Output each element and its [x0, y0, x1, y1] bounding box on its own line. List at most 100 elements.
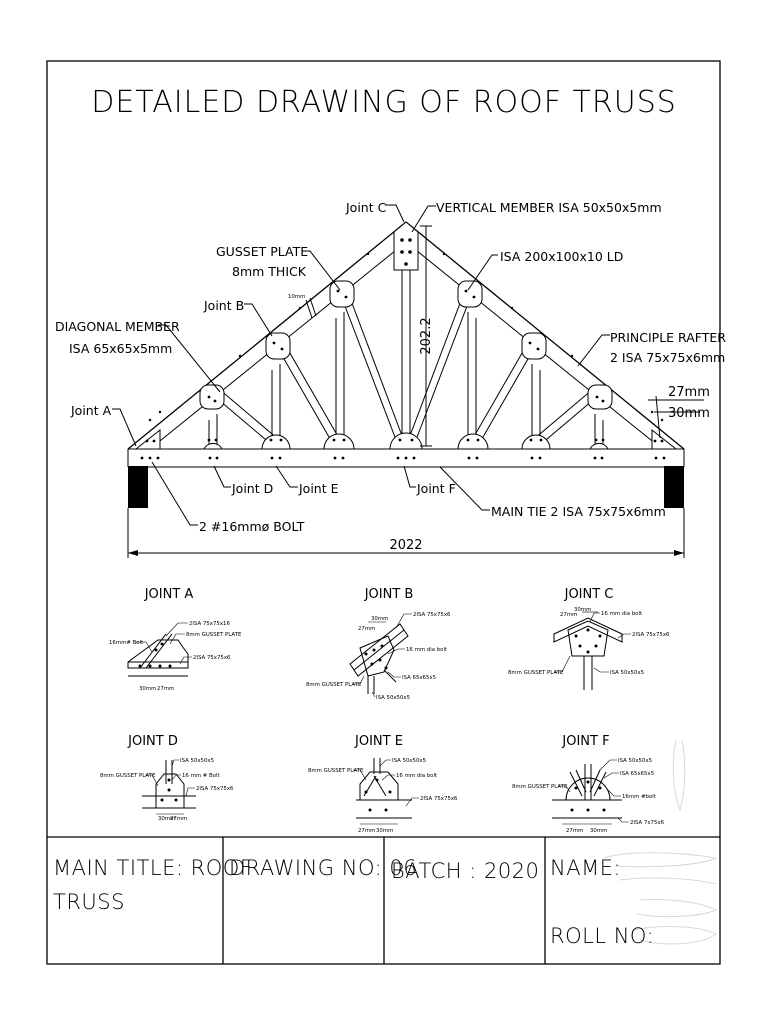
detail-joint-d-title: JOINT D	[127, 734, 178, 749]
label-10mm: 10mm	[288, 294, 305, 300]
detail-f-label-3: 8mm GUSSET PLATE	[512, 784, 568, 790]
label-joint-e: Joint E	[298, 481, 339, 496]
dim-27mm: 27mm	[668, 385, 710, 400]
detail-a-label-2: 8mm GUSSET PLATE	[186, 632, 242, 638]
detail-d-label-3: 16 mm # Bolt	[182, 773, 220, 779]
batch: BATCH : 2020	[391, 859, 539, 883]
span-dimension: 2022	[127, 508, 685, 558]
detail-a-label-3: 16mm# Bolt	[109, 640, 143, 646]
detail-joint-a: JOINT A 30mm 27mm 2ISA 75x75x16 8mm GUSS…	[109, 587, 242, 692]
gusset-bottom-f	[389, 432, 423, 450]
detail-b-label-1: 2ISA 75x75x6	[413, 612, 451, 618]
gusset-lower-right-1	[587, 384, 613, 410]
detail-f-label-5: 2ISA 7x75x6	[630, 820, 665, 826]
detail-b-label-5: ISA 50x50x5	[376, 695, 410, 701]
detail-d-dim-1: 30mm	[158, 816, 175, 822]
gusset-bottom-e	[261, 434, 291, 450]
detail-joint-e-title: JOINT E	[354, 734, 403, 749]
detail-d-dim-2: 27mm	[170, 816, 187, 822]
detail-joint-d: JOINT D 30mm 27mm ISA 50x50x5 8mm GUSSET…	[100, 734, 234, 822]
detail-a-dim-1: 30mm	[139, 686, 156, 692]
detail-b-label-4: 8mm GUSSET PLATE	[306, 682, 362, 688]
label-diagonal-member: DIAGONAL MEMBER	[55, 319, 180, 334]
label-joint-b: Joint B	[203, 298, 244, 313]
name-field: NAME:	[550, 856, 621, 880]
detail-f-dim-1: 27mm	[566, 828, 583, 834]
roof-truss	[127, 221, 685, 508]
detail-joint-c-title: JOINT C	[564, 587, 614, 602]
roll-no-field: ROLL NO:	[550, 924, 654, 948]
detail-d-label-2: 8mm GUSSET PLATE	[100, 773, 156, 779]
detail-joint-e: JOINT E 27mm 30mm ISA 50x50x5 8mm GUSSET…	[308, 734, 458, 834]
diagonal-members	[212, 289, 600, 446]
gusset-lower-right-3	[457, 280, 483, 308]
detail-joint-c: JOINT C 30mm 27mm 16 mm dia bolt 2ISA 75…	[508, 587, 670, 690]
faint-marks	[603, 739, 718, 945]
detail-e-label-3: 16 mm dia bolt	[396, 773, 437, 779]
label-principle-rafter-isa: 2 ISA 75x75x6mm	[610, 350, 725, 365]
detail-joint-a-title: JOINT A	[144, 587, 194, 602]
label-bolt: 2 #16mmø BOLT	[199, 519, 305, 534]
height-dimension: 202.2	[419, 225, 434, 447]
vertical-members	[208, 245, 604, 449]
edge-dimensions: 27mm 30mm	[648, 385, 710, 439]
gusset-joint-c	[393, 221, 419, 271]
detail-f-label-4: 16mm #bolt	[622, 794, 656, 800]
detail-a-label-4: 2ISA 75x75x6	[193, 655, 231, 661]
detail-e-label-2: 8mm GUSSET PLATE	[308, 768, 364, 774]
gusset-bottom-4	[589, 442, 609, 450]
detail-e-dim-2: 30mm	[376, 828, 393, 834]
right-support	[664, 466, 684, 508]
label-principle-rafter: PRINCIPLE RAFTER	[610, 330, 726, 345]
title-block: MAIN TITLE: ROOF TRUSS DRAWING NO: 06 BA…	[47, 836, 720, 964]
gusset-plates	[134, 221, 678, 450]
gusset-joint-right-end	[651, 428, 678, 450]
detail-c-dim-1: 30mm	[574, 607, 591, 613]
label-joint-d: Joint D	[231, 481, 273, 496]
gusset-lower-left-2	[265, 332, 291, 360]
label-diagonal-isa: ISA 65x65x5mm	[69, 341, 172, 356]
detail-b-dim-1: 30mm	[371, 616, 388, 622]
detail-c-dim-2: 27mm	[560, 612, 577, 618]
gusset-lower-left-1	[199, 384, 225, 410]
drawing-number: DRAWING NO: 06	[229, 856, 417, 880]
left-support	[128, 466, 148, 508]
label-isa-ld: ISA 200x100x10 LD	[500, 249, 623, 264]
gusset-bottom-d	[203, 442, 223, 450]
gusset-bottom-1	[323, 433, 355, 450]
label-gusset-thick: 8mm THICK	[232, 264, 307, 279]
detail-c-label-2: 2ISA 75x75x6	[632, 632, 670, 638]
detail-c-label-4: ISA 50x50x5	[610, 670, 644, 676]
detail-b-label-2: 16 mm dia bolt	[406, 647, 447, 653]
label-main-tie: MAIN TIE 2 ISA 75x75x6mm	[491, 504, 666, 519]
drawing-title: DETAILED DRAWING OF ROOF TRUSS	[91, 85, 677, 120]
gusset-lower-right-2	[521, 332, 547, 360]
height-value: 202.2	[419, 317, 434, 354]
label-vertical-member: VERTICAL MEMBER ISA 50x50x5mm	[436, 200, 662, 215]
detail-joint-b: JOINT B 30mm 27mm 2ISA 75x75x6 16 mm dia…	[306, 587, 451, 701]
gusset-lower-left-3	[329, 280, 355, 308]
detail-a-label-1: 2ISA 75x75x16	[189, 621, 230, 627]
label-joint-a: Joint A	[70, 403, 112, 418]
detail-a-dim-2: 27mm	[157, 686, 174, 692]
main-title-line-2: TRUSS	[53, 890, 125, 914]
label-gusset-plate: GUSSET PLATE	[216, 244, 308, 259]
detail-e-dim-1: 27mm	[358, 828, 375, 834]
detail-d-label-4: 2ISA 75x75x6	[196, 786, 234, 792]
bolts	[140, 252, 666, 460]
detail-joint-f: JOINT F 27mm 30mm ISA 50x50x5 ISA 65x65x…	[512, 734, 665, 834]
gusset-bottom-2	[457, 433, 489, 450]
callouts: Joint C VERTICAL MEMBER ISA 50x50x5mm GU…	[55, 200, 726, 534]
detail-b-dim-2: 27mm	[358, 626, 375, 632]
detail-c-label-1: 16 mm dia bolt	[601, 611, 642, 617]
gusset-bottom-3	[521, 434, 551, 450]
detail-f-dim-2: 30mm	[590, 828, 607, 834]
detail-e-label-1: ISA 50x50x5	[392, 758, 426, 764]
gusset-joint-a	[134, 428, 161, 450]
detail-f-label-1: ISA 50x50x5	[618, 758, 652, 764]
detail-c-label-3: 8mm GUSSET PLATE	[508, 670, 564, 676]
detail-joint-b-title: JOINT B	[364, 587, 414, 602]
label-joint-c: Joint C	[345, 200, 387, 215]
detail-b-label-3: ISA 65x65x5	[402, 675, 436, 681]
